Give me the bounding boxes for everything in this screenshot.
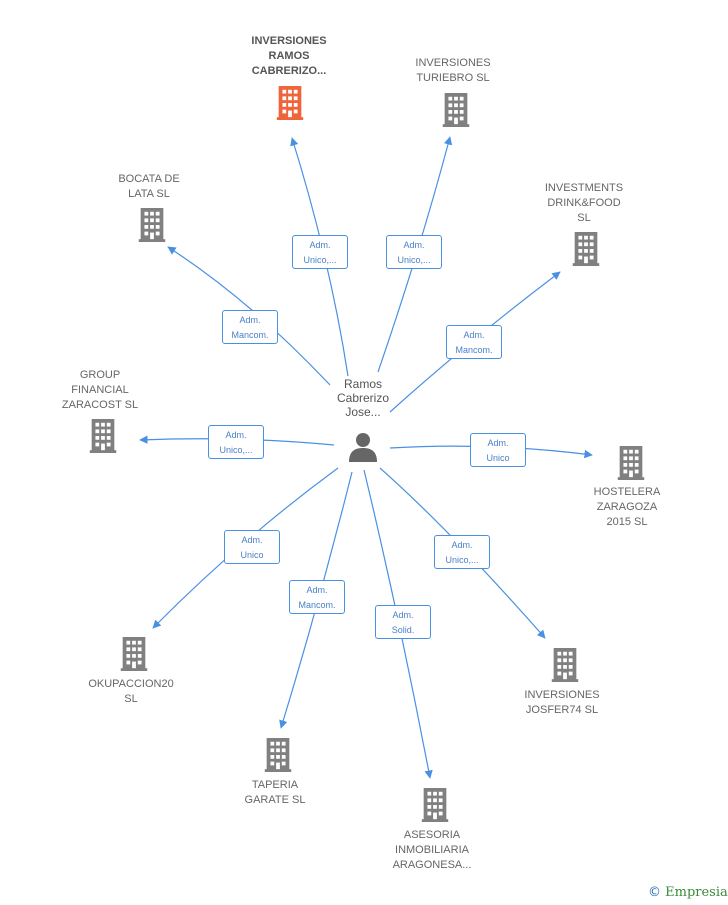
edge-bocata-de-lata (167, 246, 331, 386)
center-person-name[interactable]: Ramos Cabrerizo Jose... (336, 377, 390, 419)
building-icon[interactable] (264, 738, 292, 772)
company-label-hostelera-zaragoza[interactable]: HOSTELERA ZARAGOZA 2015 SL (593, 486, 661, 528)
company-label-investments-drink-food[interactable]: INVESTMENTS DRINK&FOOD SL (544, 182, 624, 224)
building-icon[interactable] (276, 86, 304, 120)
building-icon[interactable] (442, 93, 470, 127)
relation-box-bocata-de-lata[interactable]: Adm. Mancom. (222, 310, 278, 344)
building-icon[interactable] (551, 648, 579, 682)
company-label-inversiones-josfer74[interactable]: INVERSIONES JOSFER74 SL (524, 689, 600, 716)
company-label-group-financial[interactable]: GROUP FINANCIAL ZARACOST SL (61, 369, 139, 411)
relation-box-inversiones-turiebro[interactable]: Adm. Unico,... (386, 235, 442, 269)
building-icon[interactable] (89, 419, 117, 453)
company-label-inversiones-ramos[interactable]: INVERSIONES RAMOS CABRERIZO... (251, 35, 327, 77)
relation-box-investments-drink-food[interactable]: Adm. Mancom. (446, 325, 502, 359)
building-icon[interactable] (572, 232, 600, 266)
relation-box-inversiones-josfer74[interactable]: Adm. Unico,... (434, 535, 490, 569)
empresia-watermark: © Empresia (648, 885, 728, 900)
relation-box-taperia-garate[interactable]: Adm. Mancom. (289, 580, 345, 614)
relation-box-group-financial[interactable]: Adm. Unico,... (208, 425, 264, 459)
building-icon[interactable] (120, 637, 148, 671)
building-icon[interactable] (421, 788, 449, 822)
person-icon (349, 433, 377, 462)
brand-name: Empresia (665, 885, 728, 900)
relation-box-inversiones-ramos[interactable]: Adm. Unico,... (292, 235, 348, 269)
company-label-bocata-de-lata[interactable]: BOCATA DE LATA SL (118, 173, 180, 200)
relation-box-hostelera-zaragoza[interactable]: Adm. Unico (470, 433, 526, 467)
relation-box-asesoria-inmobiliaria[interactable]: Adm. Solid. (375, 605, 431, 639)
building-icon[interactable] (617, 446, 645, 480)
relation-box-okupaccion20[interactable]: Adm. Unico (224, 530, 280, 564)
company-label-inversiones-turiebro[interactable]: INVERSIONES TURIEBRO SL (415, 57, 491, 84)
building-icon[interactable] (138, 208, 166, 242)
copyright-icon: © (648, 885, 661, 900)
company-label-okupaccion20[interactable]: OKUPACCION20 SL (88, 678, 174, 705)
company-label-taperia-garate[interactable]: TAPERIA GARATE SL (244, 779, 306, 806)
company-label-asesoria-inmobiliaria[interactable]: ASESORIA INMOBILIARIA ARAGONESA... (392, 829, 472, 871)
